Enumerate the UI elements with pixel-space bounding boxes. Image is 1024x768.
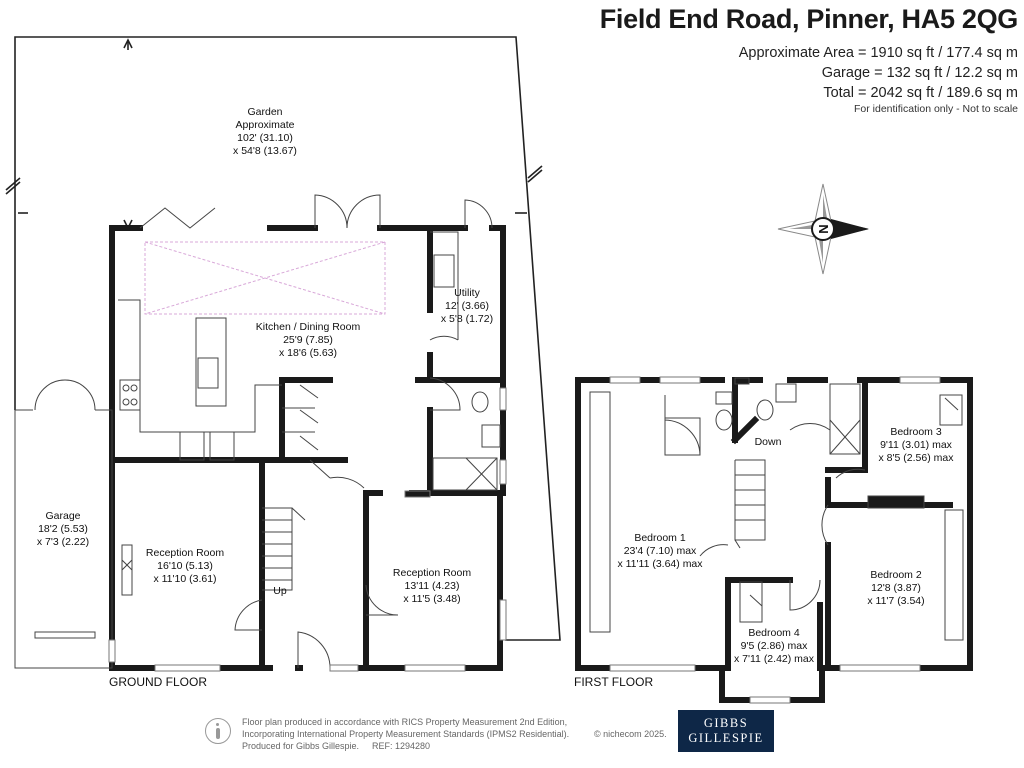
- garage-label: Garage: [45, 510, 80, 522]
- garage-dim-2: x 7'3 (2.22): [37, 536, 89, 548]
- stairs-down-label: Down: [755, 436, 782, 448]
- garden-approx-label: Approximate: [236, 119, 295, 131]
- first-floor-windows: [609, 376, 941, 704]
- garage-area: Garage = 132 sq ft / 12.2 sq m: [821, 65, 1018, 81]
- bedroom-3-dim-2: x 8'5 (2.56) max: [879, 452, 955, 464]
- footer-ref: REF: 1294280: [372, 741, 431, 751]
- ground-floor-windows: [108, 387, 507, 672]
- garden-dim-1: 102' (31.10): [237, 132, 293, 144]
- skylight: [144, 241, 386, 315]
- utility-label: Utility: [454, 287, 480, 299]
- reception-room-1-dim-1: 16'10 (5.13): [157, 560, 213, 572]
- kitchen-dim-1: 25'9 (7.85): [283, 334, 333, 346]
- bedroom-3-label: Bedroom 3: [890, 426, 942, 438]
- garden-label: Garden: [247, 106, 282, 118]
- bedroom-2-label: Bedroom 2: [870, 569, 922, 581]
- garden-boundary: [5, 36, 561, 641]
- bedroom-3-dim-1: 9'11 (3.01) max: [880, 439, 953, 451]
- reception-room-1-dim-2: x 11'10 (3.61): [153, 573, 216, 585]
- stairs-up-label: Up: [273, 585, 287, 597]
- compass-icon: [777, 183, 869, 275]
- bedroom-2-dim-1: 12'8 (3.87): [871, 582, 921, 594]
- bedroom-1-dim-1: 23'4 (7.10) max: [624, 545, 697, 557]
- property-title: Field End Road, Pinner, HA5 2QG: [599, 4, 1019, 34]
- first-floor-label: FIRST FLOOR: [574, 675, 653, 689]
- scale-note: For identification only - Not to scale: [854, 103, 1018, 115]
- footer-line-2: Incorporating International Property Mea…: [242, 729, 570, 739]
- garden-dim-2: x 54'8 (13.67): [233, 145, 297, 157]
- total-area: Total = 2042 sq ft / 189.6 sq m: [823, 85, 1018, 101]
- bedroom-1-dim-2: x 11'11 (3.64) max: [617, 558, 703, 570]
- utility-dim-2: x 5'8 (1.72): [441, 313, 493, 325]
- ground-floor-details: [14, 194, 501, 669]
- footer-line-1: Floor plan produced in accordance with R…: [242, 717, 568, 727]
- footer-credit: © nichecom 2025.: [594, 729, 667, 739]
- gibbs-gillespie-logo: GIBBS GILLESPIE: [678, 710, 774, 752]
- info-icon: [205, 718, 231, 744]
- bedroom-2-dim-2: x 11'7 (3.54): [867, 595, 924, 607]
- kitchen-label: Kitchen / Dining Room: [256, 321, 361, 333]
- ground-floor-label: GROUND FLOOR: [109, 675, 207, 689]
- footer-line-3: Produced for Gibbs Gillespie.: [242, 741, 360, 751]
- first-floor-details: [589, 377, 964, 641]
- kitchen-dim-2: x 18'6 (5.63): [279, 347, 337, 359]
- utility-dim-1: 12' (3.66): [445, 300, 489, 312]
- bedroom-4-label: Bedroom 4: [748, 627, 800, 639]
- compass-letter: N: [816, 224, 831, 233]
- bedroom-4-dim-2: x 7'11 (2.42) max: [734, 653, 815, 665]
- reception-room-1-label: Reception Room: [146, 547, 224, 559]
- approximate-area: Approximate Area = 1910 sq ft / 177.4 sq…: [738, 45, 1018, 61]
- bedroom-1-label: Bedroom 1: [634, 532, 686, 544]
- brand-line-2: GILLESPIE: [688, 731, 764, 745]
- garage-dim-1: 18'2 (5.53): [38, 523, 88, 535]
- reception-room-2-dim-1: 13'11 (4.23): [405, 580, 460, 592]
- bedroom-4-dim-1: 9'5 (2.86) max: [741, 640, 809, 652]
- reception-room-2-dim-2: x 11'5 (3.48): [403, 593, 460, 605]
- reception-room-2-label: Reception Room: [393, 567, 471, 579]
- brand-line-1: GIBBS: [703, 716, 749, 730]
